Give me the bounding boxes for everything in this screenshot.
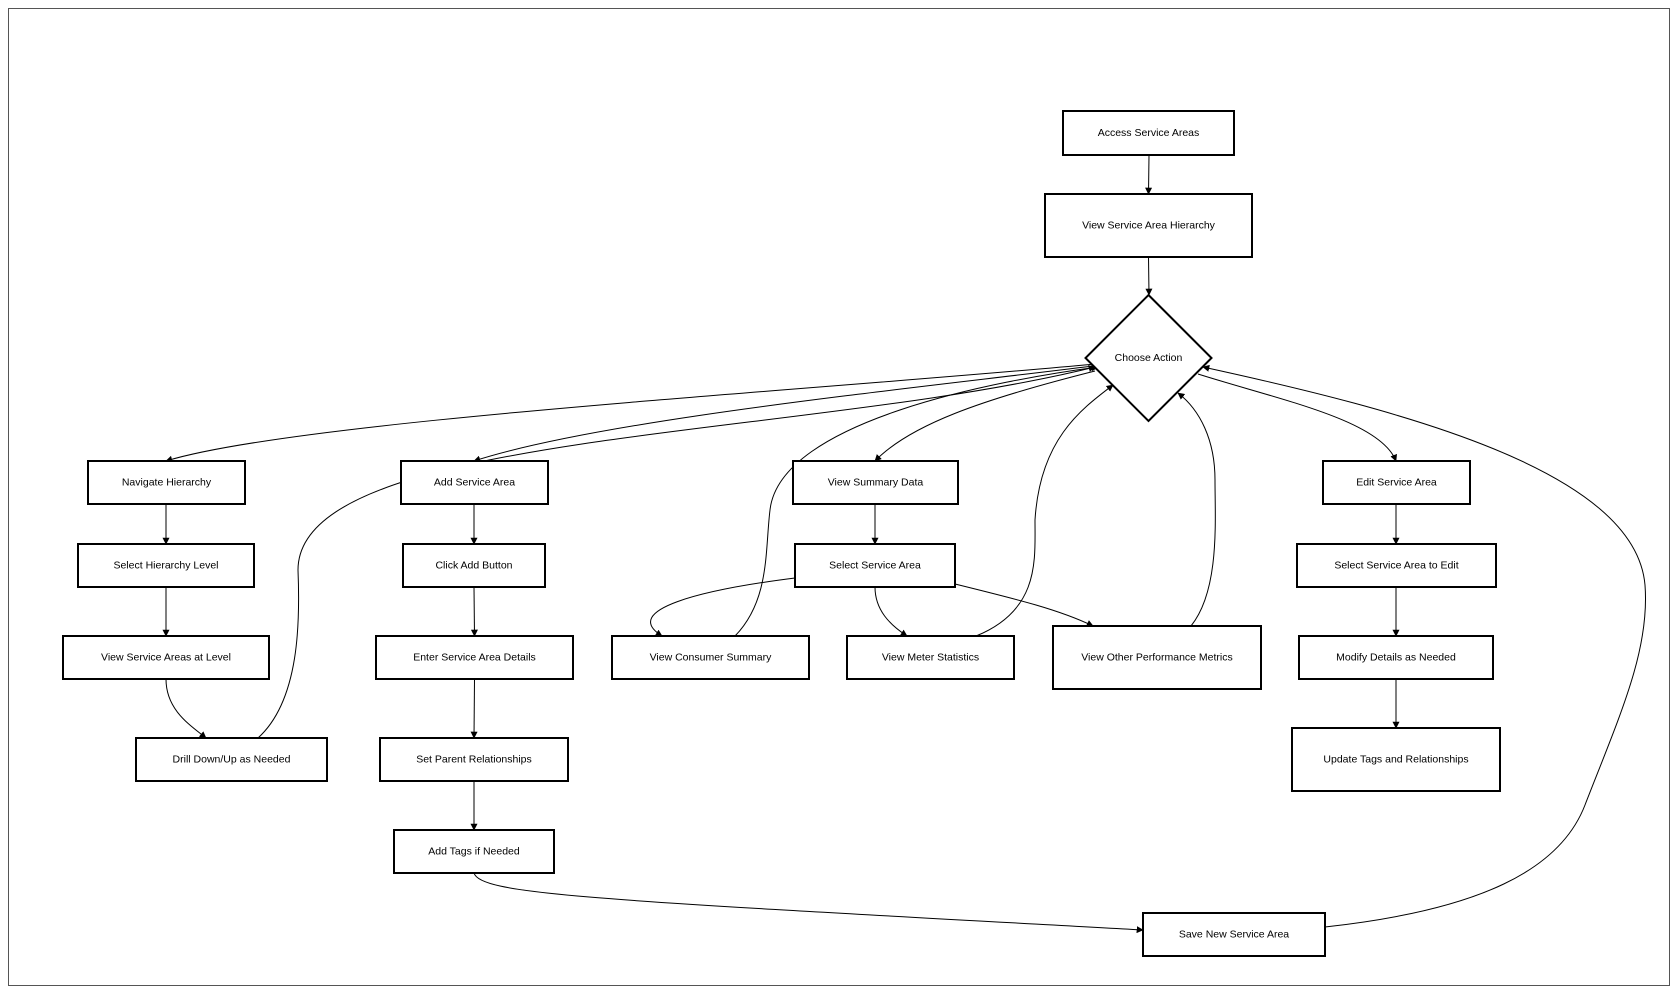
node-shape-consumer: [611, 635, 810, 680]
node-modify[interactable]: Modify Details as Needed: [1298, 635, 1494, 680]
edge-enter-details-to-set-parent: [470, 678, 478, 739]
node-label-save-new: Save New Service Area: [1179, 928, 1289, 940]
node-shape-select-area: [794, 543, 956, 588]
node-choose[interactable]: Choose Action: [1084, 293, 1213, 423]
node-label-hierarchy: View Service Area Hierarchy: [1082, 219, 1216, 231]
node-shape-access: [1062, 110, 1235, 156]
node-edit[interactable]: Edit Service Area: [1322, 460, 1471, 505]
edge-choose-to-edit: [1197, 373, 1397, 462]
node-label-select-level: Select Hierarchy Level: [113, 559, 218, 571]
node-shape-choose: [1084, 293, 1213, 423]
node-label-choose: Choose Action: [1115, 352, 1183, 364]
node-other-metrics[interactable]: View Other Performance Metrics: [1052, 625, 1262, 690]
edge-choose-to-summary: [874, 370, 1096, 462]
node-shape-edit: [1322, 460, 1471, 505]
node-enter-details[interactable]: Enter Service Area Details: [375, 635, 574, 680]
node-shape-add: [400, 460, 549, 505]
node-add-tags[interactable]: Add Tags if Needed: [393, 829, 555, 874]
node-label-select-area: Select Service Area: [829, 559, 921, 571]
edge-hierarchy-to-choose: [1145, 256, 1153, 296]
node-shape-meter: [846, 635, 1015, 680]
node-shape-set-parent: [379, 737, 569, 782]
node-access[interactable]: Access Service Areas: [1062, 110, 1235, 156]
node-shape-add-tags: [393, 829, 555, 874]
node-label-summary: View Summary Data: [828, 476, 924, 488]
node-label-consumer: View Consumer Summary: [650, 651, 773, 663]
node-shape-drill: [135, 737, 328, 782]
node-shape-select-edit: [1296, 543, 1497, 588]
node-label-update-tags: Update Tags and Relationships: [1323, 753, 1468, 765]
edge-drill-to-choose: [257, 365, 1096, 739]
node-label-select-edit: Select Service Area to Edit: [1334, 559, 1458, 571]
node-label-meter: View Meter Statistics: [882, 651, 979, 663]
node-navigate[interactable]: Navigate Hierarchy: [87, 460, 246, 505]
node-shape-click-add: [402, 543, 546, 588]
node-label-enter-details: Enter Service Area Details: [413, 651, 536, 663]
node-view-level[interactable]: View Service Areas at Level: [62, 635, 270, 680]
edge-click-add-to-enter-details: [470, 586, 478, 637]
edge-add-tags-to-save-new: [473, 872, 1144, 934]
edge-save-new-to-choose: [1202, 364, 1647, 928]
node-label-other-metrics: View Other Performance Metrics: [1081, 651, 1233, 663]
node-label-access: Access Service Areas: [1098, 127, 1200, 139]
node-shape-summary: [792, 460, 959, 505]
node-shape-select-level: [77, 543, 255, 588]
edge-consumer-to-choose: [734, 364, 1099, 637]
node-consumer[interactable]: View Consumer Summary: [611, 635, 810, 680]
node-shape-hierarchy: [1044, 193, 1253, 258]
node-label-set-parent: Set Parent Relationships: [416, 753, 532, 765]
node-click-add[interactable]: Click Add Button: [402, 543, 546, 588]
edge-meter-to-choose: [975, 384, 1114, 637]
node-hierarchy[interactable]: View Service Area Hierarchy: [1044, 193, 1253, 258]
node-label-edit: Edit Service Area: [1356, 476, 1437, 488]
node-label-view-level: View Service Areas at Level: [101, 651, 231, 663]
node-shape-enter-details: [375, 635, 574, 680]
node-set-parent[interactable]: Set Parent Relationships: [379, 737, 569, 782]
edge-other-metrics-to-choose: [1177, 392, 1216, 627]
edge-choose-to-add: [473, 365, 1094, 463]
node-drill[interactable]: Drill Down/Up as Needed: [135, 737, 328, 782]
edge-select-area-to-consumer: [650, 577, 796, 637]
node-shape-modify: [1298, 635, 1494, 680]
edge-choose-to-navigate: [165, 363, 1096, 463]
edge-select-area-to-other-metrics: [954, 583, 1094, 627]
node-label-click-add: Click Add Button: [435, 559, 512, 571]
node-update-tags[interactable]: Update Tags and Relationships: [1291, 727, 1501, 792]
edge-select-area-to-meter: [874, 586, 908, 637]
edges-layer: [162, 154, 1647, 934]
node-save-new[interactable]: Save New Service Area: [1142, 912, 1326, 957]
node-label-drill: Drill Down/Up as Needed: [173, 753, 291, 765]
node-label-modify: Modify Details as Needed: [1336, 651, 1456, 663]
node-shape-view-level: [62, 635, 270, 680]
node-label-add: Add Service Area: [434, 476, 515, 488]
node-shape-save-new: [1142, 912, 1326, 957]
node-meter[interactable]: View Meter Statistics: [846, 635, 1015, 680]
node-select-area[interactable]: Select Service Area: [794, 543, 956, 588]
node-add[interactable]: Add Service Area: [400, 460, 549, 505]
node-shape-other-metrics: [1052, 625, 1262, 690]
node-label-navigate: Navigate Hierarchy: [122, 476, 212, 488]
diagram-frame: [8, 8, 1670, 986]
edge-view-level-to-drill: [165, 678, 207, 739]
node-select-edit[interactable]: Select Service Area to Edit: [1296, 543, 1497, 588]
node-select-level[interactable]: Select Hierarchy Level: [77, 543, 255, 588]
node-label-add-tags: Add Tags if Needed: [428, 845, 520, 857]
node-shape-navigate: [87, 460, 246, 505]
node-summary[interactable]: View Summary Data: [792, 460, 959, 505]
node-shape-update-tags: [1291, 727, 1501, 792]
edge-access-to-hierarchy: [1145, 154, 1153, 195]
